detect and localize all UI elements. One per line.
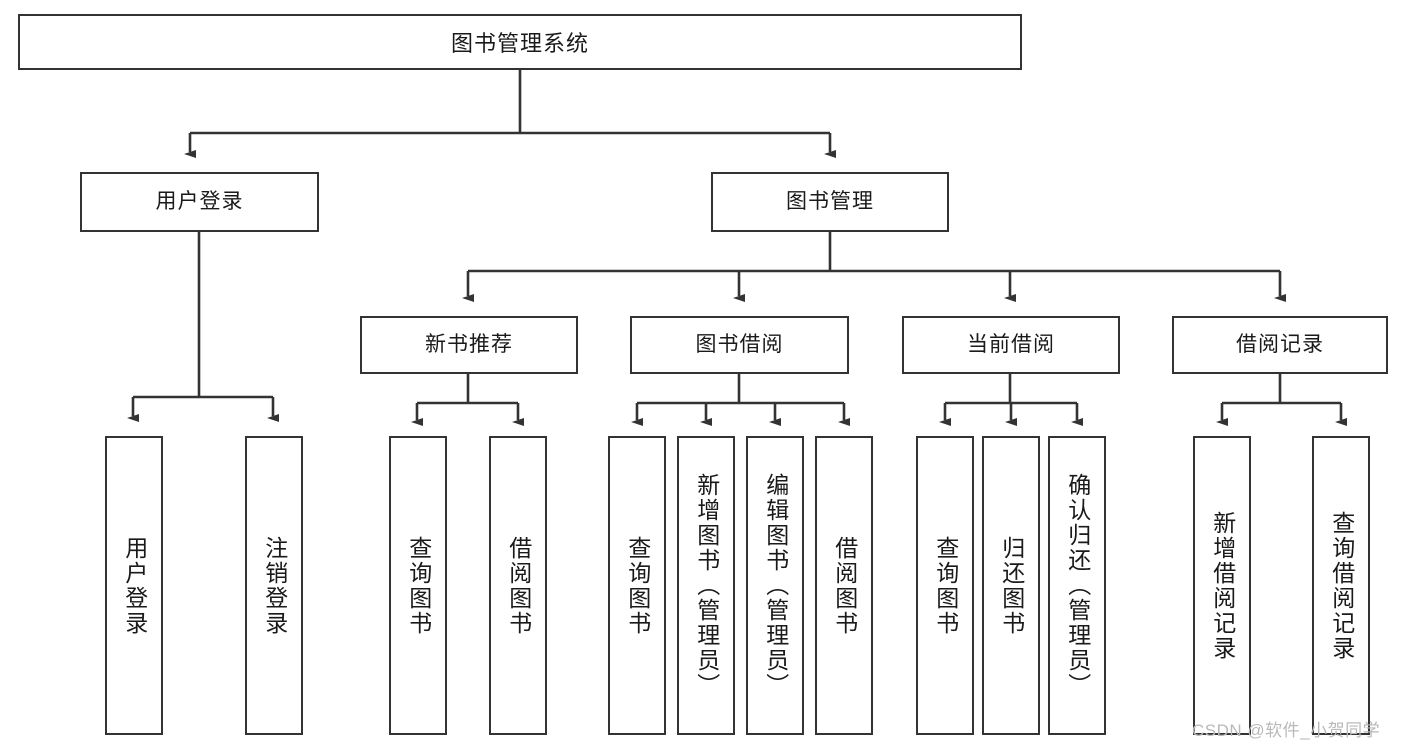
leaf-return-book-label: 归还图书 xyxy=(998,535,1025,636)
leaf-add-record[interactable]: 新增借阅记录 xyxy=(1193,436,1251,735)
leaf-edit-book-label: 编辑图书（管理员） xyxy=(762,473,789,698)
node-current-borrow-label: 当前借阅 xyxy=(967,333,1055,357)
leaf-query-book-2-label: 查询图书 xyxy=(624,535,651,636)
leaf-confirm-return[interactable]: 确认归还（管理员） xyxy=(1048,436,1106,735)
leaf-borrow-book-2-label: 借阅图书 xyxy=(831,535,858,636)
node-new-book-recommend[interactable]: 新书推荐 xyxy=(360,316,578,374)
node-book-borrow[interactable]: 图书借阅 xyxy=(630,316,849,374)
node-book-management[interactable]: 图书管理 xyxy=(711,172,949,232)
leaf-query-record-label: 查询借阅记录 xyxy=(1328,510,1355,661)
csdn-watermark: CSDN @软件_小贺同学 xyxy=(1192,721,1381,740)
node-book-management-label: 图书管理 xyxy=(786,190,874,214)
leaf-query-book-3[interactable]: 查询图书 xyxy=(916,436,974,735)
leaf-borrow-book-2[interactable]: 借阅图书 xyxy=(815,436,873,735)
leaf-return-book[interactable]: 归还图书 xyxy=(982,436,1040,735)
node-user-login-label: 用户登录 xyxy=(155,190,244,214)
node-current-borrow[interactable]: 当前借阅 xyxy=(902,316,1120,374)
node-new-book-recommend-label: 新书推荐 xyxy=(425,333,513,357)
node-root-label: 图书管理系统 xyxy=(450,31,589,56)
leaf-confirm-return-label: 确认归还（管理员） xyxy=(1064,473,1091,698)
leaf-borrow-book-1[interactable]: 借阅图书 xyxy=(489,436,547,735)
leaf-query-record[interactable]: 查询借阅记录 xyxy=(1312,436,1370,735)
leaf-edit-book[interactable]: 编辑图书（管理员） xyxy=(746,436,804,735)
node-borrow-record[interactable]: 借阅记录 xyxy=(1172,316,1388,374)
leaf-user-login[interactable]: 用户登录 xyxy=(105,436,163,735)
leaf-add-record-label: 新增借阅记录 xyxy=(1209,510,1236,661)
leaf-query-book-3-label: 查询图书 xyxy=(932,535,959,636)
leaf-add-book-label: 新增图书（管理员） xyxy=(693,473,720,698)
leaf-user-logout[interactable]: 注销登录 xyxy=(245,436,303,735)
leaf-user-logout-label: 注销登录 xyxy=(261,535,288,636)
leaf-query-book-2[interactable]: 查询图书 xyxy=(608,436,666,735)
leaf-add-book[interactable]: 新增图书（管理员） xyxy=(677,436,735,735)
node-borrow-record-label: 借阅记录 xyxy=(1236,333,1324,357)
leaf-user-login-label: 用户登录 xyxy=(121,535,148,636)
leaf-query-book-1[interactable]: 查询图书 xyxy=(389,436,447,735)
leaf-query-book-1-label: 查询图书 xyxy=(405,535,432,636)
leaf-borrow-book-1-label: 借阅图书 xyxy=(505,535,532,636)
node-root-system[interactable]: 图书管理系统 xyxy=(18,14,1022,70)
node-book-borrow-label: 图书借阅 xyxy=(695,333,784,357)
node-user-login[interactable]: 用户登录 xyxy=(80,172,319,232)
